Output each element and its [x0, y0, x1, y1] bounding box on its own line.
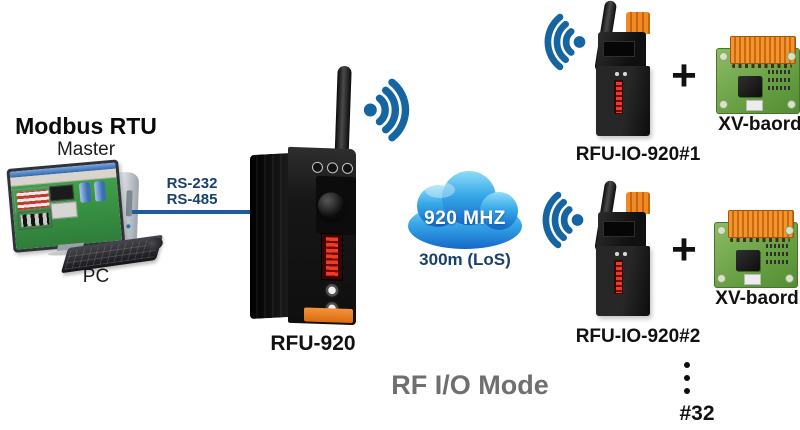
terminal-screws — [730, 238, 790, 242]
terminal-block — [730, 36, 796, 64]
pin-row — [768, 78, 792, 82]
pin-row — [766, 260, 790, 264]
screen-tank — [93, 180, 107, 202]
device-top-section — [598, 212, 646, 248]
pin-row — [768, 86, 792, 90]
screen-panel — [49, 184, 75, 202]
terminal-screws — [732, 64, 792, 68]
status-led — [623, 72, 627, 76]
cloud-frequency-label: 920 MHZ — [424, 208, 506, 229]
monitor-frame — [6, 159, 126, 253]
plus-sign: + — [671, 225, 697, 274]
mount-hole — [717, 274, 726, 283]
rf-io-mode-label: RF I/O Mode — [391, 370, 549, 400]
node-32-label: #32 — [679, 402, 715, 425]
terminal-clip — [626, 192, 650, 214]
pc-label: PC — [82, 266, 110, 287]
ic-chip — [736, 250, 760, 271]
rfu-io-920-graphic — [584, 179, 662, 322]
screen-hmi-area — [10, 177, 123, 250]
device-body — [596, 246, 650, 316]
serial-link-line — [132, 210, 256, 214]
mount-hole — [719, 52, 728, 61]
wifi-signal-icon — [363, 78, 410, 142]
mount-hole — [785, 226, 794, 235]
pin-row — [768, 70, 792, 74]
rfu-io-920-graphic — [584, 0, 662, 142]
screen-panel — [50, 201, 78, 220]
din-rail-clip — [304, 307, 353, 324]
rfu-io-920-2-label: RFU-IO-920#2 — [575, 326, 701, 347]
dip-switch-block — [321, 232, 343, 281]
plus-sign: + — [671, 51, 697, 100]
mount-hole — [785, 274, 794, 283]
rfu-920-label: RFU-920 — [270, 332, 356, 355]
ellipsis-dots — [684, 362, 692, 401]
device-side-panel — [250, 152, 292, 320]
xv-board-2-label: XV-baord — [715, 288, 799, 309]
wifi-signal-icon — [544, 13, 586, 71]
serial-protocol-labels: RS-232 RS-485 — [156, 176, 228, 208]
pin-row — [766, 244, 790, 248]
connector — [746, 100, 763, 111]
device-label-plate — [603, 221, 635, 237]
screen-tank — [78, 181, 92, 203]
status-leds — [312, 161, 353, 175]
terminal-clip — [626, 12, 650, 34]
rotary-knob — [318, 191, 345, 220]
xv-board-1-label: XV-baord — [718, 114, 800, 135]
xv-board-graphic — [714, 210, 798, 288]
rf-cloud: 920 MHZ — [400, 168, 530, 252]
dip-switch-block — [614, 260, 623, 294]
device-top-section — [598, 32, 646, 68]
device-label-plate — [603, 41, 635, 57]
pin-row — [766, 252, 790, 256]
rs232-label: RS-232 — [166, 175, 218, 192]
rs485-label: RS-485 — [166, 191, 218, 208]
cloud-icon — [408, 171, 522, 249]
mount-hole — [719, 100, 728, 109]
screen-panel — [17, 209, 53, 231]
adjust-knob — [324, 282, 340, 299]
status-led — [615, 72, 619, 76]
device-body — [596, 66, 650, 136]
ic-chip — [738, 76, 762, 97]
connector — [744, 274, 761, 285]
rfu-io-920-1-label: RFU-IO-920#1 — [575, 144, 701, 165]
modbus-rtu-title: Modbus RTU — [15, 113, 157, 139]
rfu-920-graphic — [248, 58, 360, 330]
wifi-signal-icon — [542, 191, 584, 249]
cloud-range-label: 300m (LoS) — [419, 250, 511, 269]
mount-hole — [717, 226, 726, 235]
monitor-screen — [9, 162, 123, 250]
mount-hole — [787, 100, 796, 109]
status-led — [615, 252, 619, 256]
master-subtitle: Master — [56, 139, 116, 160]
status-led — [623, 252, 627, 256]
pc-graphic — [6, 158, 168, 278]
terminal-block — [728, 210, 794, 238]
device-front-panel — [288, 146, 356, 326]
xv-board-graphic — [716, 36, 800, 114]
dip-switch-block — [614, 80, 623, 114]
mount-hole — [787, 52, 796, 61]
